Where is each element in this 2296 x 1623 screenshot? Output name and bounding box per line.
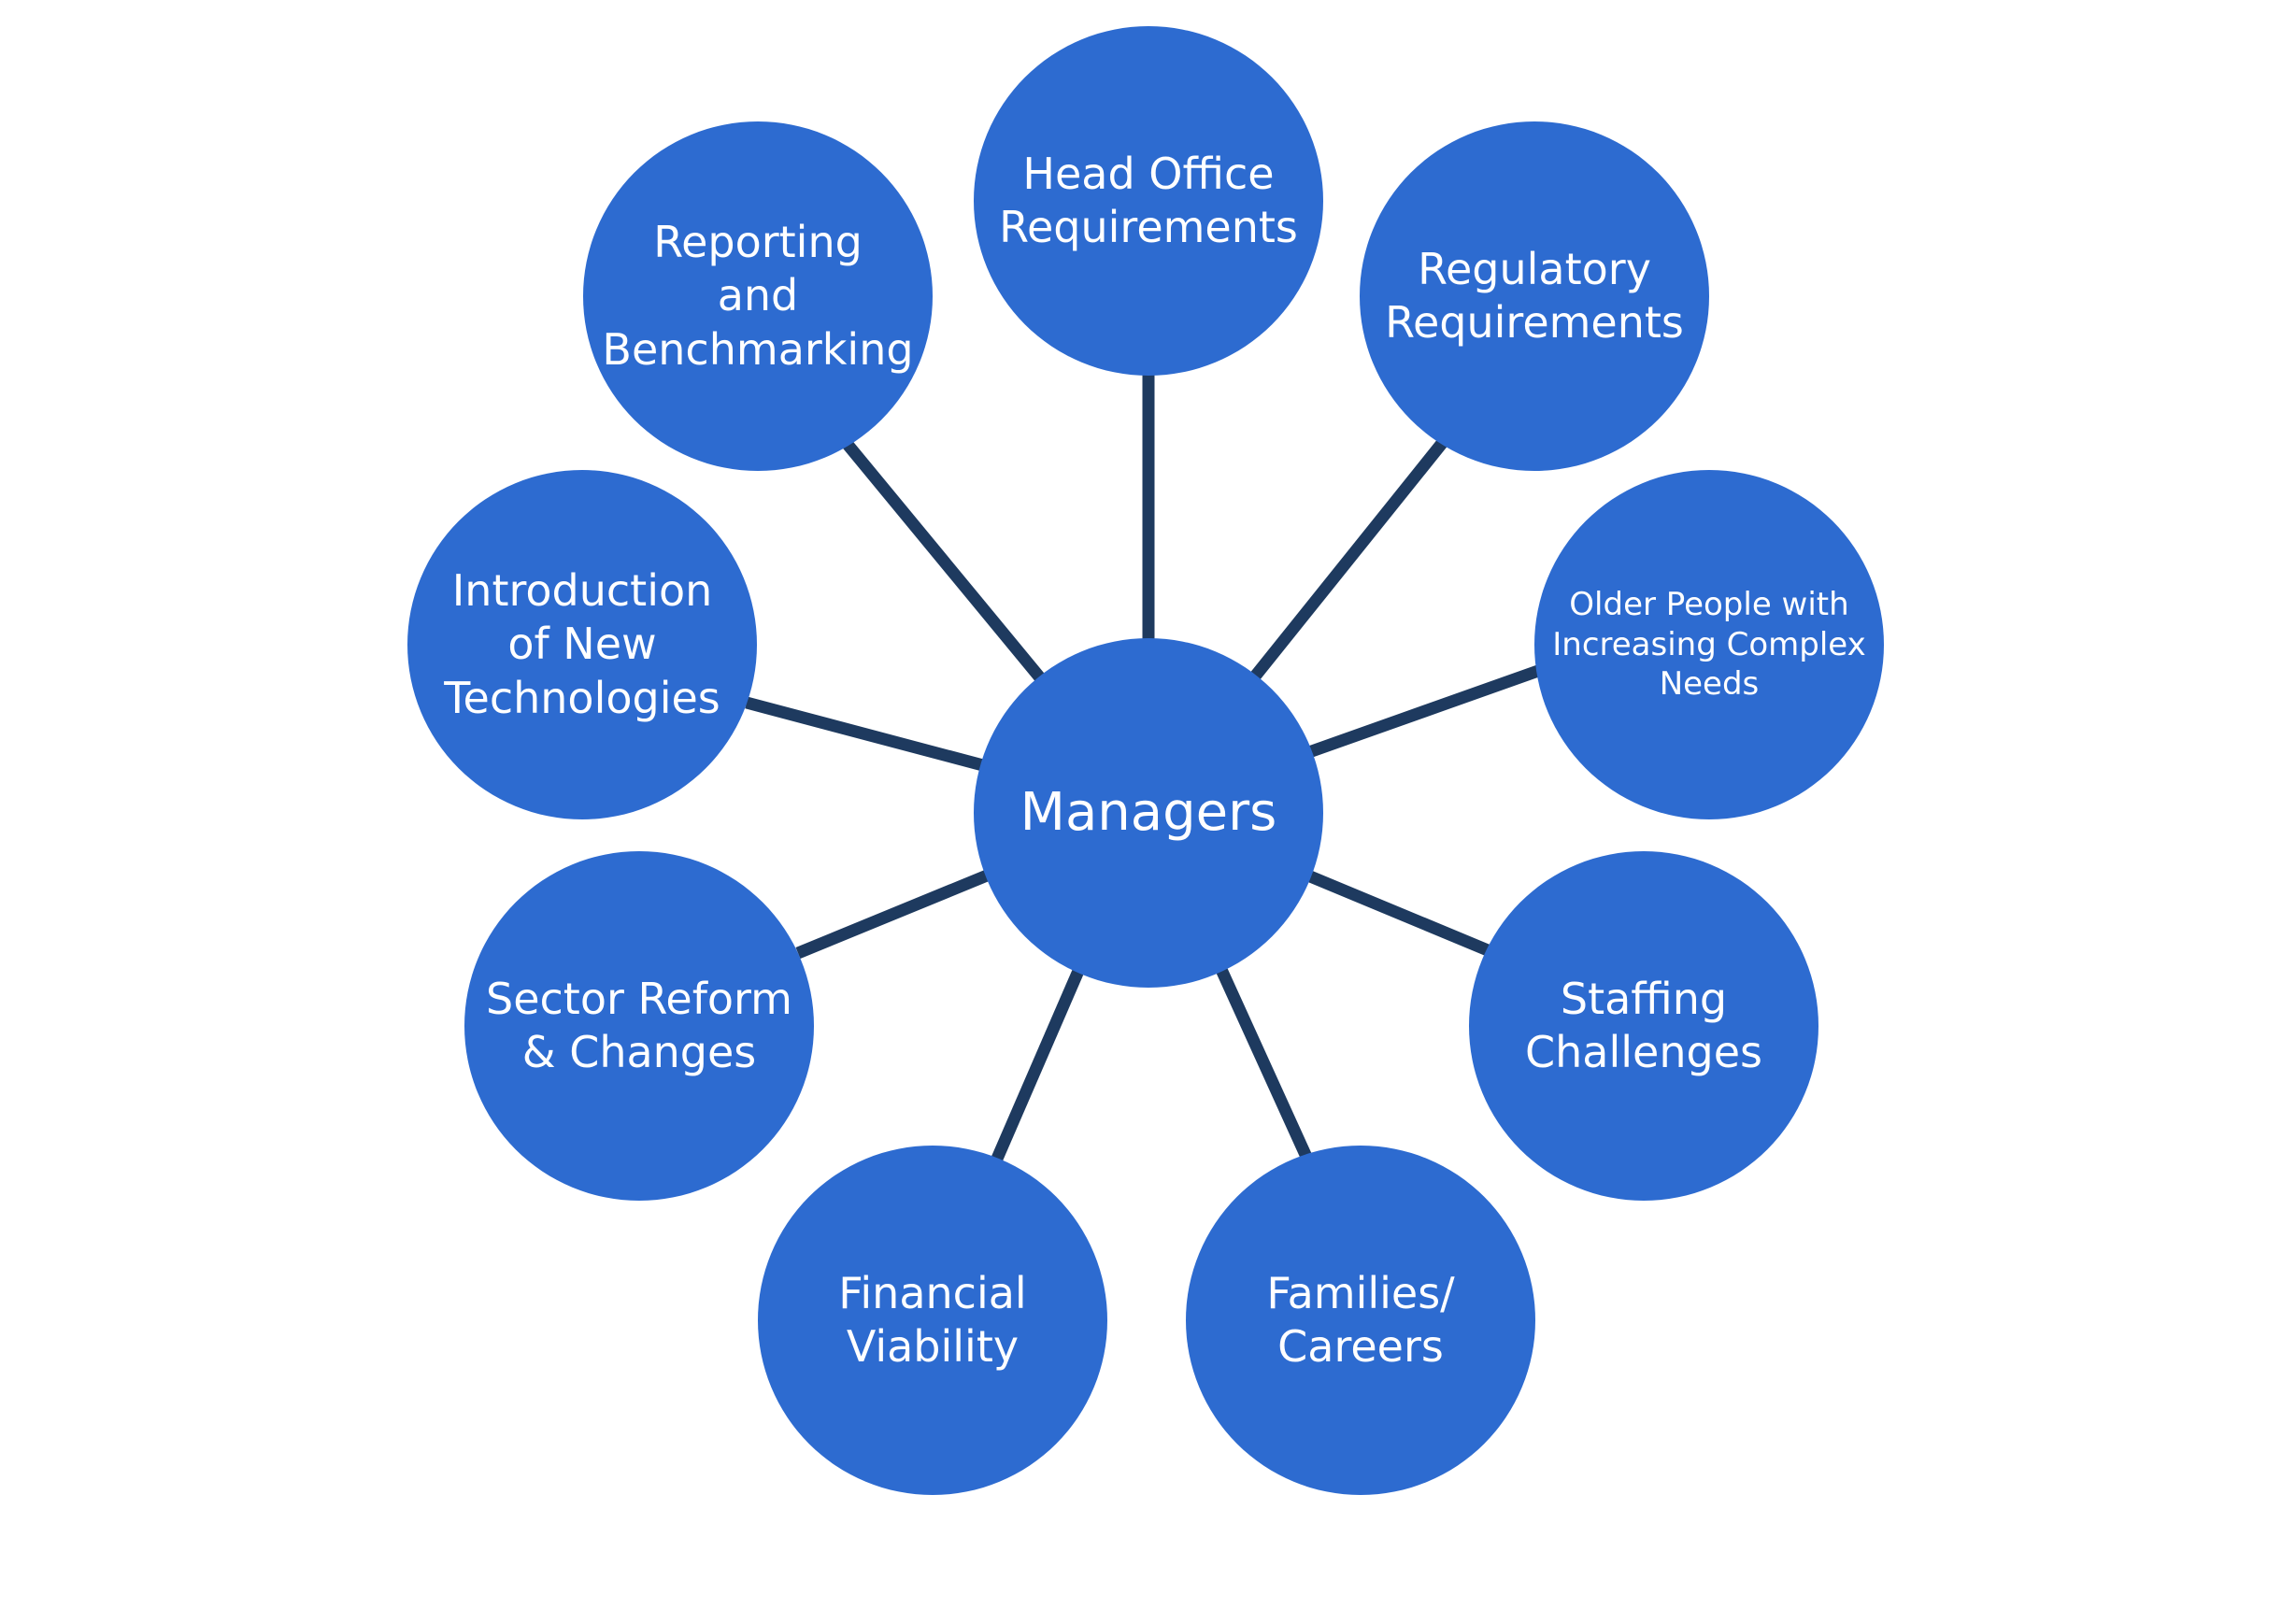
node-label-line: of New [507,619,657,670]
node-older-people-needs: Older People with Increasing Complex Nee… [1534,470,1884,819]
node-label-line: Careers [1277,1321,1444,1372]
node-introduction-new-technologies: Introduction of New Technologies [407,470,757,819]
node-staffing-challenges: Staffing Challenges [1469,851,1818,1201]
center-node-label: Managers [1020,782,1277,843]
node-label-line: Older People with [1569,586,1849,624]
node-label-line: Viability [846,1321,1020,1372]
node-head-office-requirements: Head Office Requirements [974,26,1323,376]
node-label-line: Financial [838,1267,1027,1318]
node-label-line: Regulatory [1418,243,1651,294]
node-sector-reform-changes: Sector Reform & Changes [464,851,814,1201]
node-label-line: Benchmarking [602,323,914,375]
node-label-line: & Changes [521,1027,757,1077]
node-label-line: Requirements [999,202,1298,252]
node-label-line: Needs [1659,665,1760,704]
node-label-line: Families/ [1266,1267,1455,1318]
node-label-line: Head Office [1022,148,1275,199]
node-label-line: Challenges [1525,1027,1762,1077]
node-label-line: Technologies [444,672,720,723]
node-financial-viability: Financial Viability [758,1146,1107,1495]
node-regulatory-requirements: Regulatory Requirements [1360,121,1709,471]
node-label-line: Increasing Complex [1552,625,1866,663]
node-families-careers: Families/ Careers [1186,1146,1535,1495]
node-label-line: Requirements [1385,297,1684,348]
node-label-line: and [717,270,799,321]
center-node-managers: Managers [974,638,1323,988]
node-label-line: Reporting [653,216,863,267]
node-label-line: Staffing [1560,973,1728,1024]
node-label-line: Sector Reform [486,973,792,1024]
node-reporting-benchmarking: Reporting and Benchmarking [583,121,933,471]
node-label-line: Introduction [451,564,713,616]
